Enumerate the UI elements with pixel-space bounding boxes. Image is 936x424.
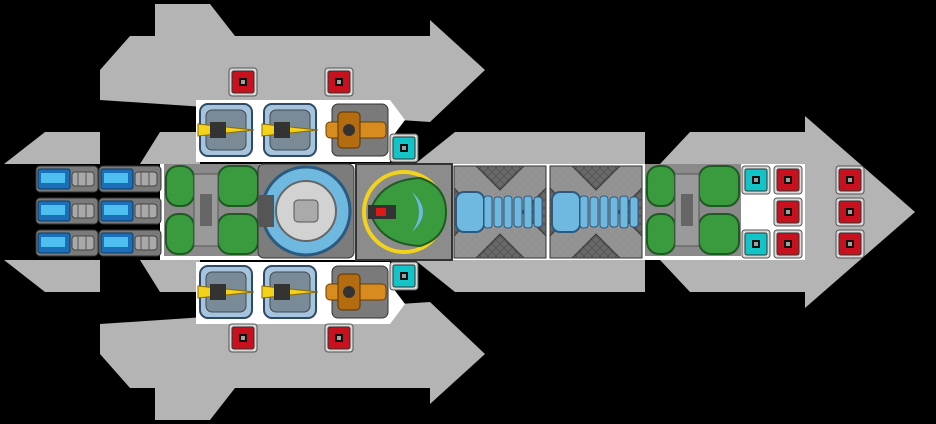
red-armor-block[interactable] (835, 165, 865, 195)
deck-bottom-tip (390, 284, 405, 324)
battery-cell[interactable] (35, 197, 99, 225)
red-armor-block[interactable] (773, 229, 803, 259)
orange-turret[interactable] (325, 265, 389, 319)
reactor-core[interactable] (257, 163, 355, 259)
hull-rear-top (660, 132, 770, 164)
cyan-armor-block[interactable] (741, 165, 771, 195)
orange-turret[interactable] (325, 103, 389, 157)
hull-wing-top-mid (140, 132, 200, 164)
hull-rear-bottom (660, 260, 770, 292)
green-generator[interactable] (645, 164, 741, 256)
yellow-cannon[interactable] (261, 265, 319, 319)
battery-cell[interactable] (35, 229, 99, 257)
red-armor-block[interactable] (835, 229, 865, 259)
red-armor-block[interactable] (324, 323, 354, 353)
hull-wing-bottom-mid (140, 260, 200, 292)
red-armor-block[interactable] (228, 67, 258, 97)
yellow-cannon[interactable] (261, 103, 319, 157)
battery-cell[interactable] (98, 229, 162, 257)
hull-wing-bottom-left (4, 260, 100, 292)
red-armor-block[interactable] (773, 197, 803, 227)
parts-layer (35, 67, 865, 353)
cyan-laser[interactable] (549, 165, 643, 259)
deck-top-tip (390, 100, 405, 140)
battery-cell[interactable] (98, 197, 162, 225)
cyan-armor-block[interactable] (389, 133, 419, 163)
cyan-armor-block[interactable] (389, 261, 419, 291)
green-generator[interactable] (164, 164, 260, 256)
red-armor-block[interactable] (835, 197, 865, 227)
hull-fin-top (100, 4, 485, 122)
red-armor-block[interactable] (773, 165, 803, 195)
yellow-cannon[interactable] (197, 103, 255, 157)
hull-strip-top (415, 132, 645, 164)
red-armor-block[interactable] (228, 323, 258, 353)
red-armor-block[interactable] (324, 67, 354, 97)
yellow-cannon[interactable] (197, 265, 255, 319)
hull-fin-bottom (100, 302, 485, 420)
cyan-laser[interactable] (453, 165, 547, 259)
battery-cell[interactable] (35, 165, 99, 193)
cockpit-core[interactable] (355, 163, 453, 261)
hull-strip-bottom (415, 260, 645, 292)
cyan-armor-block[interactable] (741, 229, 771, 259)
hull-wing-top-left (4, 132, 100, 164)
battery-cell[interactable] (98, 165, 162, 193)
hull (4, 4, 915, 420)
